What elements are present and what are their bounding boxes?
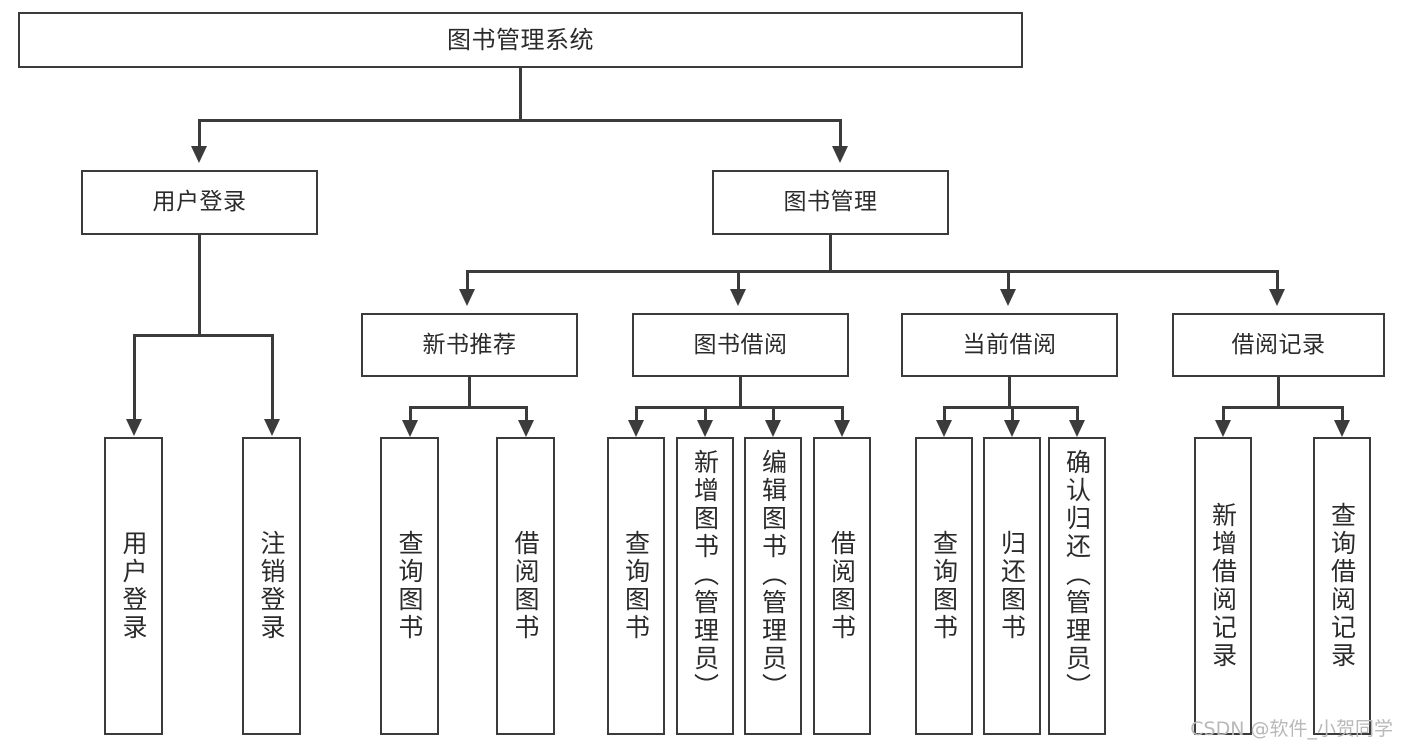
connector-borrow-record-stem — [1277, 377, 1280, 408]
connector-current-borrow-drop-3 — [1076, 406, 1079, 421]
connector-book-borrow-drop-2 — [704, 406, 707, 421]
connector-new-book-drop-2 — [525, 406, 528, 421]
connector-new-book-drop-1 — [409, 406, 412, 421]
arrow-to-current-borrow — [1000, 289, 1016, 306]
arrow-to-borrow-record — [1269, 289, 1285, 306]
connector-book-mgmt-drop-1 — [466, 270, 469, 290]
connector-book-mgmt-drop-2 — [737, 270, 740, 290]
node-label: 用户登录 — [119, 530, 148, 642]
node-label: 图书借阅 — [693, 331, 788, 358]
arrow-to-book-borrow-leaf-1 — [628, 420, 644, 437]
arrow-to-book-borrow-leaf-3 — [765, 420, 781, 437]
node-label: 查询图书 — [395, 530, 424, 642]
node-label: 用户登录 — [152, 189, 247, 215]
connector-new-book-stem — [468, 377, 471, 408]
node-label: 新增图书（管理员） — [690, 449, 720, 701]
node-label: 新增借阅记录 — [1208, 502, 1238, 670]
arrow-to-user-login-leaf — [126, 419, 142, 436]
connector-user-login-stem — [198, 235, 201, 336]
node-label: 查询借阅记录 — [1327, 502, 1357, 670]
node-label: 确认归还（管理员） — [1062, 449, 1092, 701]
connector-book-borrow-bus — [635, 406, 843, 409]
connector-book-borrow-drop-4 — [841, 406, 844, 421]
connector-borrow-record-bus — [1222, 406, 1343, 409]
leaf-return-book[interactable]: 归还图书 — [983, 437, 1041, 735]
leaf-edit-book-admin[interactable]: 编辑图书（管理员） — [744, 437, 802, 735]
leaf-borrow-query-book[interactable]: 查询图书 — [607, 437, 665, 735]
watermark: CSDN @软件_小贺同学 — [1190, 718, 1393, 740]
connector-root-stem — [519, 68, 522, 121]
node-label: 编辑图书（管理员） — [758, 449, 788, 701]
leaf-current-query-book[interactable]: 查询图书 — [915, 437, 973, 735]
arrow-to-new-book-recommend — [459, 289, 475, 306]
arrow-to-borrow-record-leaf-1 — [1215, 420, 1231, 437]
arrow-to-new-book-leaf-1 — [402, 420, 418, 437]
arrow-to-new-book-leaf-2 — [518, 420, 534, 437]
node-label: 当前借阅 — [962, 331, 1057, 358]
connector-book-borrow-drop-1 — [635, 406, 638, 421]
leaf-new-book-query[interactable]: 查询图书 — [380, 437, 439, 735]
arrow-to-logout-leaf — [264, 419, 280, 436]
node-label: 归还图书 — [997, 530, 1027, 642]
node-label: 图书管理 — [783, 189, 878, 215]
connector-book-borrow-stem — [739, 377, 742, 408]
connector-user-login-drop-2 — [271, 334, 274, 420]
connector-user-login-drop-1 — [133, 334, 136, 420]
leaf-confirm-return-admin[interactable]: 确认归还（管理员） — [1048, 437, 1106, 735]
leaf-user-login[interactable]: 用户登录 — [104, 437, 163, 735]
arrow-to-book-borrow-leaf-4 — [834, 420, 850, 437]
connector-borrow-record-drop-2 — [1341, 406, 1344, 421]
arrow-to-book-management — [832, 146, 848, 163]
leaf-new-book-borrow[interactable]: 借阅图书 — [496, 437, 555, 735]
connector-new-book-bus — [409, 406, 527, 409]
node-book-borrow[interactable]: 图书借阅 — [632, 313, 849, 377]
connector-current-borrow-bus — [943, 406, 1078, 409]
connector-borrow-record-drop-1 — [1222, 406, 1225, 421]
connector-book-mgmt-bus — [466, 270, 1278, 273]
node-label: 注销登录 — [257, 530, 286, 642]
node-user-login[interactable]: 用户登录 — [81, 170, 318, 235]
node-current-borrow[interactable]: 当前借阅 — [901, 313, 1118, 377]
connector-user-login-bus — [133, 334, 274, 337]
node-book-management[interactable]: 图书管理 — [712, 170, 949, 235]
node-label: 查询图书 — [621, 530, 651, 642]
connector-book-mgmt-drop-3 — [1007, 270, 1010, 290]
leaf-add-book-admin[interactable]: 新增图书（管理员） — [676, 437, 734, 735]
arrow-to-current-borrow-leaf-3 — [1069, 420, 1085, 437]
arrow-to-current-borrow-leaf-2 — [1004, 420, 1020, 437]
node-root-library-management-system[interactable]: 图书管理系统 — [18, 12, 1023, 68]
connector-root-drop-right — [839, 119, 842, 147]
connector-book-mgmt-drop-4 — [1276, 270, 1279, 290]
connector-current-borrow-drop-2 — [1011, 406, 1014, 421]
node-label: 查询图书 — [929, 530, 959, 642]
leaf-query-borrow-record[interactable]: 查询借阅记录 — [1313, 437, 1371, 735]
node-label: 借阅图书 — [511, 530, 540, 642]
node-new-book-recommend[interactable]: 新书推荐 — [361, 313, 578, 377]
leaf-add-borrow-record[interactable]: 新增借阅记录 — [1194, 437, 1252, 735]
arrow-to-book-borrow-leaf-2 — [697, 420, 713, 437]
connector-root-bus — [198, 119, 842, 122]
arrow-to-book-borrow — [730, 289, 746, 306]
node-label: 借阅记录 — [1231, 331, 1326, 358]
connector-root-drop-left — [198, 119, 201, 147]
leaf-borrow-book[interactable]: 借阅图书 — [813, 437, 871, 735]
connector-book-borrow-drop-3 — [772, 406, 775, 421]
connector-current-borrow-stem — [1008, 377, 1011, 408]
arrow-to-user-login — [191, 146, 207, 163]
connector-book-mgmt-stem — [829, 235, 832, 272]
leaf-logout[interactable]: 注销登录 — [242, 437, 301, 735]
node-label: 新书推荐 — [422, 331, 517, 358]
node-borrow-record[interactable]: 借阅记录 — [1172, 313, 1385, 377]
arrow-to-borrow-record-leaf-2 — [1334, 420, 1350, 437]
arrow-to-current-borrow-leaf-1 — [936, 420, 952, 437]
node-label: 借阅图书 — [827, 530, 857, 642]
node-label: 图书管理系统 — [447, 26, 594, 54]
connector-current-borrow-drop-1 — [943, 406, 946, 421]
